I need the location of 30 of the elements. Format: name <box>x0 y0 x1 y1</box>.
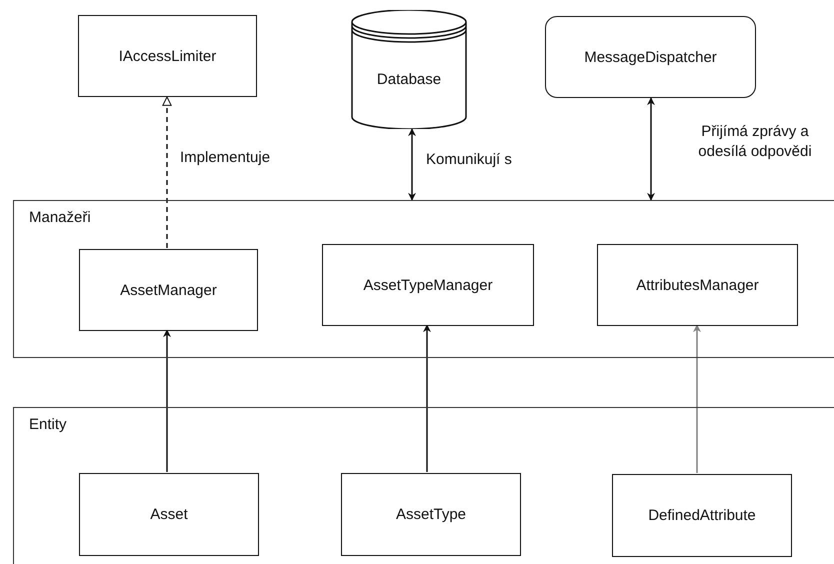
dashed-arrow <box>162 96 172 248</box>
class-box <box>79 473 259 556</box>
group-band <box>13 200 834 358</box>
process-box <box>545 16 756 98</box>
class-name: AssetTypeManager <box>363 276 493 294</box>
database-label: Database <box>376 71 442 88</box>
arrow <box>647 97 655 201</box>
class-box <box>597 244 798 326</box>
class-box <box>612 474 792 557</box>
class-box <box>79 249 258 331</box>
class-name: MessageDispatcher <box>584 48 717 66</box>
class-name: AssetManager <box>120 282 217 298</box>
group-band <box>13 407 834 564</box>
edge-label: Komunikují s <box>424 150 514 170</box>
class-box <box>341 473 521 556</box>
class-name: IAccessLimiter <box>118 48 216 64</box>
class-box <box>322 244 534 326</box>
arrow <box>163 329 171 472</box>
arrow <box>408 128 416 201</box>
interface-box <box>78 15 257 97</box>
class-name: AssetType <box>396 506 466 523</box>
edge-label: Implementuje <box>178 148 272 168</box>
class-name: AttributesManager <box>636 276 759 294</box>
class-name: Asset <box>150 506 188 523</box>
database-cylinder <box>351 10 467 129</box>
arrow <box>423 324 431 472</box>
class-name: DefinedAttribute <box>648 507 756 524</box>
group-label: Manažeři <box>29 209 91 226</box>
arrow <box>693 324 701 473</box>
group-label: Entity <box>29 416 67 433</box>
